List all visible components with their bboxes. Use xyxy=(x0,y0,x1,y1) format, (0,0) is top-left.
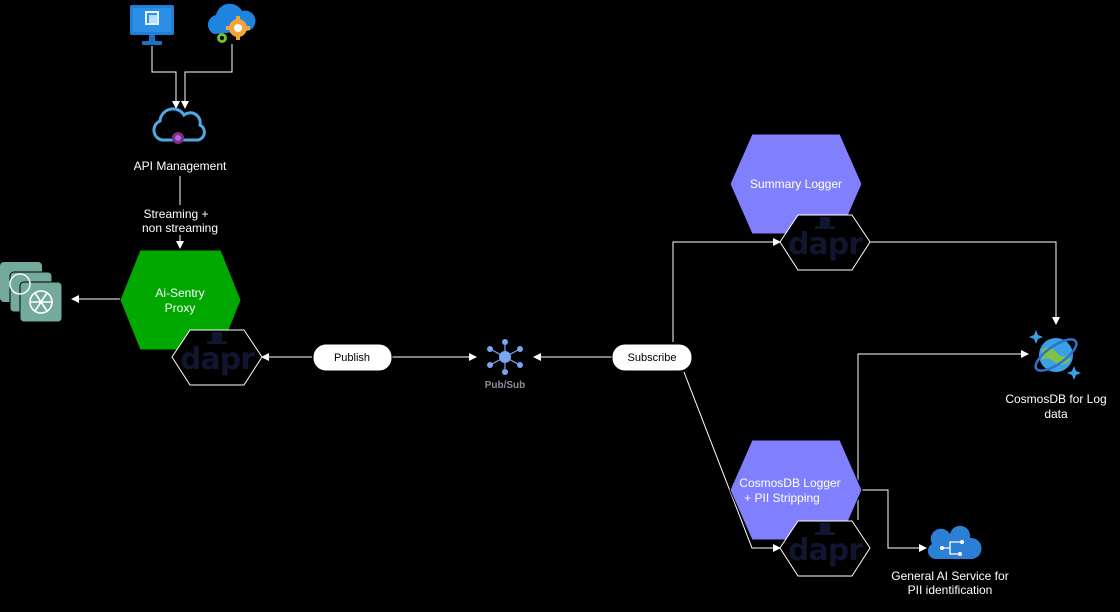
edges xyxy=(71,44,1060,552)
publish-label: Publish xyxy=(334,352,370,364)
pubsub-icon xyxy=(487,339,523,375)
proxy-label-line2: Proxy xyxy=(165,301,196,315)
summary-logger-label: Summary Logger xyxy=(750,177,842,191)
edge-subscribe-to-summary xyxy=(672,238,781,342)
api-management-label: API Management xyxy=(134,159,227,173)
subscribe-label: Subscribe xyxy=(628,352,677,364)
api-management-icon xyxy=(152,107,206,144)
edge-subscribe-to-cosmoslogger xyxy=(683,371,781,552)
monitor-icon xyxy=(130,5,174,45)
streaming-label-line2: non streaming xyxy=(142,221,218,235)
edge-monitor-to-apim xyxy=(151,46,180,109)
ai-service-label-line1: General AI Service for xyxy=(891,569,1008,583)
streaming-label-bg xyxy=(138,205,222,235)
pubsub-label: Pub/Sub xyxy=(485,380,526,391)
edge-summary-to-cosmosdb xyxy=(870,241,1060,325)
dapr-label: dapr xyxy=(788,533,863,568)
ai-service-icon xyxy=(927,525,982,560)
edge-cloud-to-apim xyxy=(181,44,233,109)
edge-cosmoslogger-to-aiservice xyxy=(840,489,927,552)
openai-icon xyxy=(0,262,63,323)
cosmosdb-label-line2: data xyxy=(1044,407,1068,421)
cosmos-logger-label-line1: CosmosDB Logger xyxy=(739,476,840,490)
dapr-proxy-node[interactable]: dapr xyxy=(171,329,263,386)
streaming-label-line1: Streaming + xyxy=(143,207,208,221)
dapr-label: dapr xyxy=(788,227,863,262)
dapr-label: dapr xyxy=(180,342,255,377)
dapr-cosmoslogger-node[interactable]: dapr xyxy=(779,520,871,577)
cosmos-logger-label-line2: + PII Stripping xyxy=(744,491,820,505)
cosmosdb-icon xyxy=(1029,330,1081,380)
edge-cosmoslogger-to-cosmosdb xyxy=(857,350,1029,520)
proxy-label-line1: Ai-Sentry xyxy=(155,286,204,300)
cosmosdb-label-line1: CosmosDB for Log xyxy=(1005,392,1106,406)
ai-service-label-line2: PII identification xyxy=(908,583,993,597)
publish-pill[interactable] xyxy=(312,343,393,372)
cloud-gear-icon xyxy=(207,3,256,43)
dapr-summary-node[interactable]: dapr xyxy=(779,214,871,271)
subscribe-pill[interactable] xyxy=(611,343,693,372)
